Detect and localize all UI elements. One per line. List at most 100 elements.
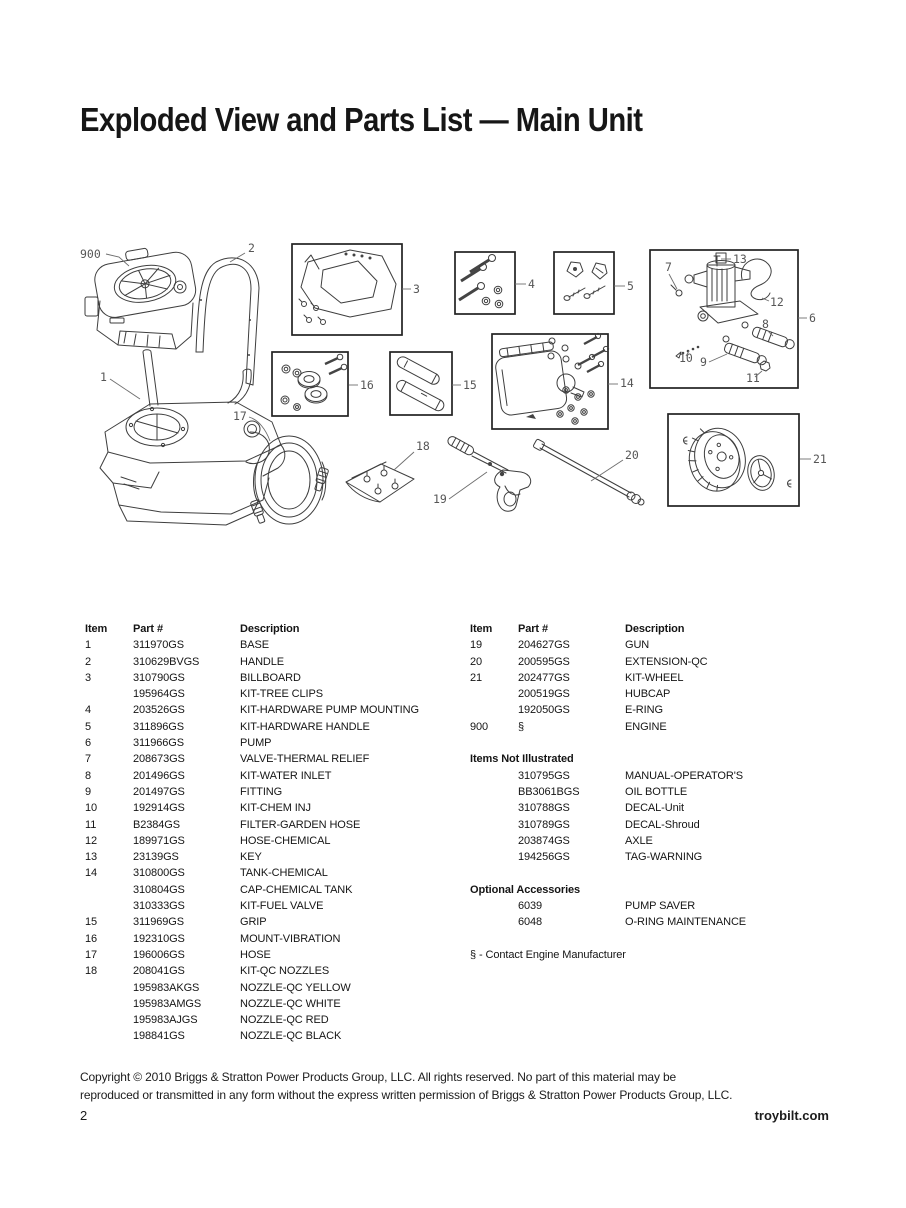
grip-box [389,351,453,416]
part-cell: 6039 [518,900,543,913]
desc-cell: NOZZLE-QC YELLOW [240,981,351,994]
pump-box: 7 13 12 8 9 10 11 [649,249,799,389]
part-cell: 310804GS [133,883,185,896]
website-text: troybilt.com [754,1108,829,1123]
desc-cell: VALVE-THERMAL RELIEF [240,753,370,766]
wheel-kit-box [667,413,800,507]
engine-illustration [84,247,197,350]
callout-12: 12 [770,295,784,309]
part-cell: 311970GS [133,639,184,652]
desc-cell: HUBCAP [625,688,671,701]
table-row: 21 202477GS KIT-WHEEL [470,670,862,686]
table-header-row: Item Part # Description [470,621,862,637]
desc-cell: BASE [240,639,269,652]
item-cell: 7 [85,753,92,766]
desc-cell: MANUAL-OPERATOR'S [625,769,743,782]
callout-1: 1 [100,370,107,384]
item-cell: 900 [470,720,489,733]
part-cell: 195983AJGS [133,1014,198,1027]
part-cell: 196006GS [133,948,185,961]
callout-7: 7 [665,260,672,274]
part-cell: 198841GS [133,1030,185,1043]
part-header: Part # [518,623,548,635]
chemical-tank-box [491,332,610,430]
part-cell: 310333GS [133,900,185,913]
part-cell: 195983AMGS [133,997,202,1010]
spacer-row [470,931,862,947]
billboard-box [291,243,403,336]
desc-cell: HOSE-CHEMICAL [240,834,331,847]
callout-10: 10 [679,351,693,365]
gun-illustration [447,436,532,512]
part-cell: 202477GS [518,671,570,684]
copyright-notice: Copyright © 2010 Briggs & Stratton Power… [80,1069,840,1104]
item-cell: 13 [85,851,98,864]
item-cell: 11 [85,818,97,831]
callout-5: 5 [627,279,634,293]
callout-17: 17 [233,409,247,423]
desc-cell: TANK-CHEMICAL [240,867,328,880]
part-cell: 200595GS [518,655,570,668]
callout-2: 2 [248,241,255,255]
item-cell: 10 [85,802,98,815]
desc-header: Description [625,623,685,635]
item-cell: 6 [85,737,92,750]
section-header: Optional Accessories [470,883,581,896]
desc-cell: DECAL-Unit [625,802,684,815]
item-cell: 18 [85,965,98,978]
part-cell: 192914GS [133,802,185,815]
part-cell: 201497GS [133,785,185,798]
callout-900: 900 [80,247,101,261]
part-cell: 311966GS [133,737,184,750]
desc-cell: HOSE [240,948,271,961]
desc-cell: AXLE [625,834,653,847]
footnote: § - Contact Engine Manufacturer [470,948,626,961]
part-cell: 310789GS [518,818,570,831]
desc-cell: NOZZLE-QC BLACK [240,1030,342,1043]
part-cell: 195983AKGS [133,981,200,994]
callout-16: 16 [360,378,374,392]
item-cell: 15 [85,916,98,929]
item-header: Item [85,623,108,635]
part-cell: 310800GS [133,867,185,880]
pump-hardware-box [454,251,516,315]
desc-cell: DECAL-Shroud [625,818,700,831]
item-cell: 4 [85,704,92,717]
part-cell: 203526GS [133,704,185,717]
desc-cell: O-RING MAINTENANCE [625,916,747,929]
item-cell: 21 [470,671,483,684]
part-cell: 192050GS [518,704,570,717]
table-row: 17 196006GS HOSE [85,947,477,963]
nozzle-kit-illustration [345,461,415,503]
item-cell: 16 [85,932,98,945]
item-cell: 17 [85,948,98,961]
spacer-row [470,735,862,751]
table-row: 198841GS NOZZLE-QC BLACK [85,1028,477,1044]
item-cell: 5 [85,720,92,733]
desc-cell: KIT-WHEEL [625,671,684,684]
callout-11: 11 [746,371,760,385]
desc-cell: KEY [240,851,262,864]
